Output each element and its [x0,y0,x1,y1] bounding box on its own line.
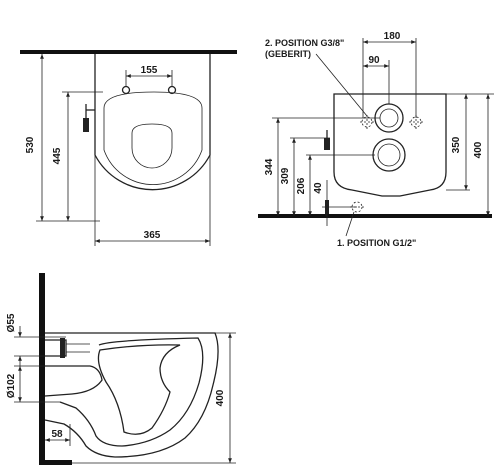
front-fixing-pin-right [167,85,177,95]
front-fixing-pin-left [121,85,131,95]
section-inner-shell [59,337,204,447]
position2-sublabel: (GEBERIT) [265,49,311,59]
front-seat-outline [103,91,203,185]
front-pipe-valve [83,118,89,132]
section-view: Ø55 Ø102 58 400 [6,273,236,465]
dim-206: 206 [296,177,307,194]
rear-total-height-dim: 400 [473,141,484,158]
section-bowl-cavity [97,344,181,435]
section-outlet-pipe [44,365,103,397]
section-inlet-connector [60,338,65,358]
dim-344: 344 [264,158,275,175]
section-wall [39,273,45,465]
position2-leader [315,53,368,117]
rear-top-width-dim: 180 [384,31,401,42]
section-outer-shell [44,332,219,458]
mounting-marks [350,115,423,213]
front-view: 155 530 445 365 [20,50,237,246]
front-total-height-dim: 530 [25,136,36,153]
section-height-dim: 400 [215,389,226,406]
rear-half-width-dim: 90 [368,55,380,66]
inlet-diameter-dim: Ø55 [6,313,17,332]
position1-leader [345,211,355,237]
front-axis-height-dim: 445 [52,147,63,164]
rear-view: 180 90 350 400 344 309 206 40 2. POSITIO… [258,31,494,248]
dim-309: 309 [280,167,291,184]
front-bowl-outline [94,54,211,191]
wall-offset-dim: 58 [51,429,63,440]
position1-label: 1. POSITION G1/2" [337,238,416,248]
rear-bowl-outline [333,93,447,197]
rear-lower-port-inner [377,143,401,167]
rear-pipe-valve [324,138,330,150]
dim-40: 40 [313,182,324,194]
rear-upper-port-inner [379,108,399,128]
rear-bowl-height-dim: 350 [451,136,462,153]
front-inner-bowl [131,123,173,169]
front-width-dim: 365 [144,230,161,241]
position2-label: 2. POSITION G3/8" [265,38,344,48]
section-floor [39,460,72,465]
pin-spacing-dim: 155 [141,65,158,76]
outlet-diameter-dim: Ø102 [6,373,17,398]
